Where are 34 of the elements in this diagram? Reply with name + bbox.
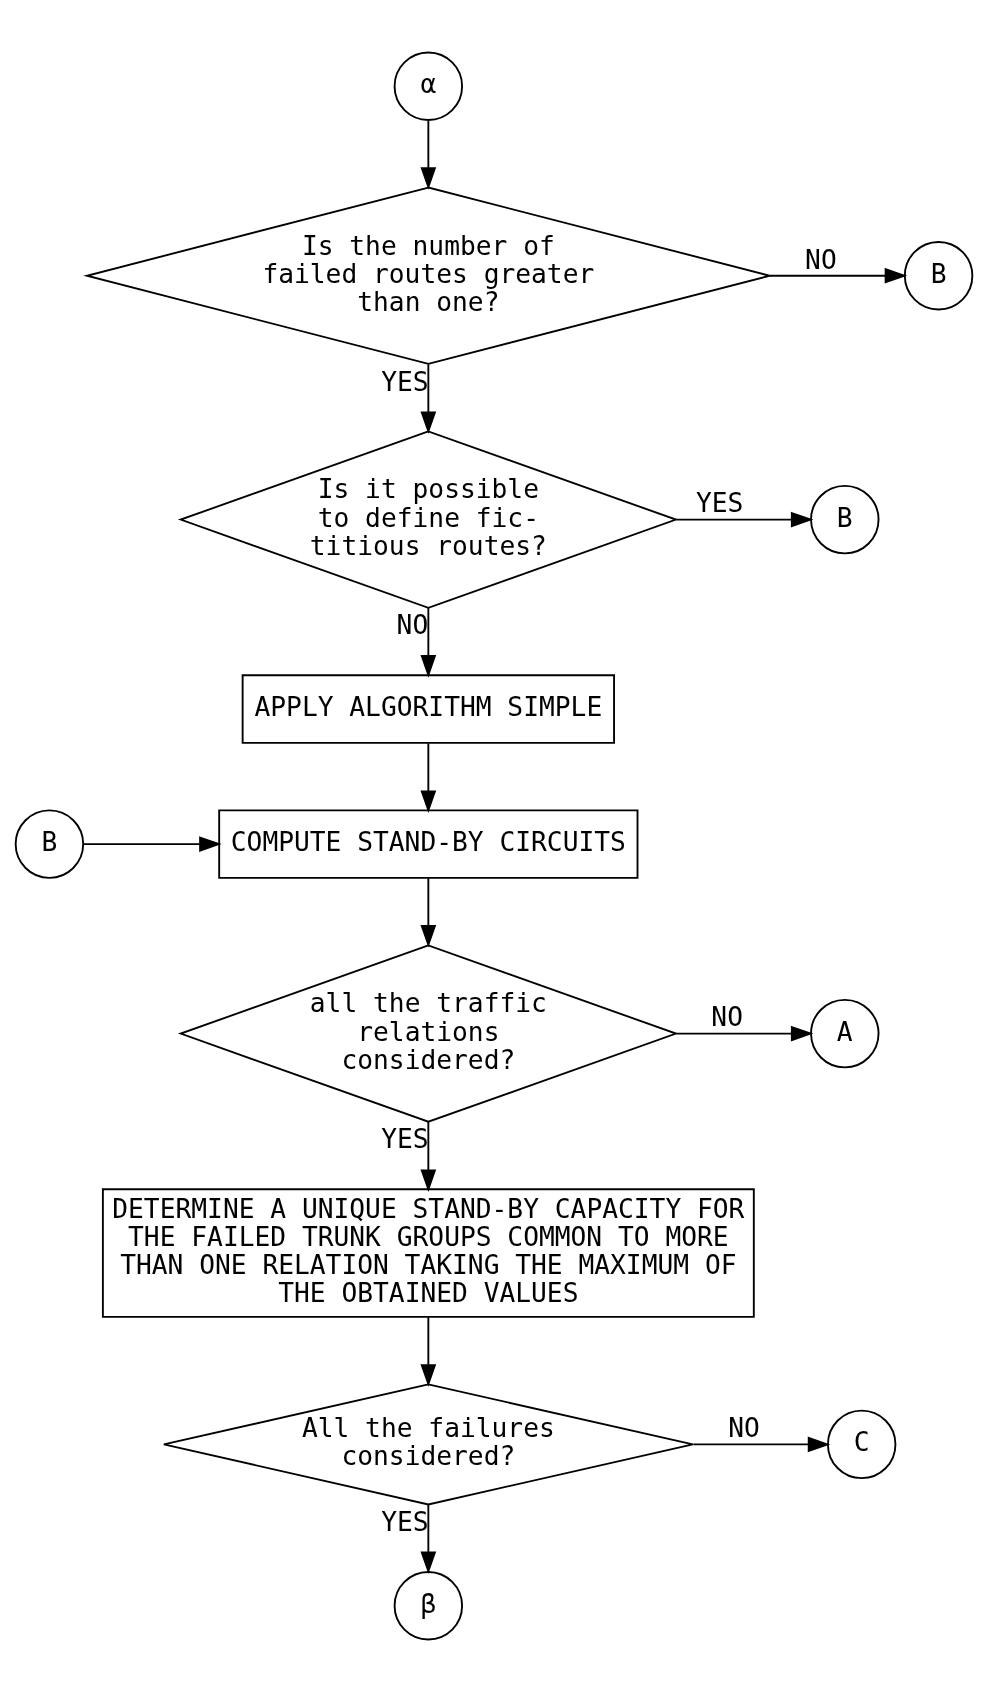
edge-label: NO — [805, 244, 837, 275]
node-box: COMPUTE STAND-BY CIRCUITS — [218, 809, 639, 879]
edge-label: NO — [711, 1002, 743, 1033]
arrow — [420, 119, 437, 190]
node-circle: A — [810, 998, 880, 1069]
arrow — [420, 1504, 437, 1575]
node-circle: C — [826, 1409, 897, 1480]
node-circle: β — [393, 1571, 464, 1641]
edge-label: YES — [381, 1506, 429, 1537]
arrow — [420, 363, 437, 434]
node-circle: B — [14, 809, 85, 879]
node-box: DETERMINE A UNIQUE STAND-BY CAPACITY FOR THE FAILED TRUNK GROUPS COMMON TO MORE THAN ONE RELATION TAKING THE MAXIMUM OF THE OBTAINED VALUES — [101, 1188, 755, 1318]
node-diamond: Is it possible to define fic- titious routes? — [177, 430, 679, 609]
node-diamond: all the traffic relations considered? — [177, 944, 679, 1123]
edge-label: YES — [381, 1124, 429, 1155]
arrow — [420, 1315, 437, 1387]
node-box: APPLY ALGORITHM SIMPLE — [241, 674, 615, 744]
arrow — [769, 267, 908, 284]
arrow — [420, 606, 437, 678]
arrow — [82, 836, 222, 852]
arrow — [692, 1436, 831, 1453]
node-diamond: All the failures considered? — [162, 1383, 694, 1506]
arrow — [675, 511, 814, 528]
arrow — [675, 1025, 814, 1042]
edge-label: YES — [695, 488, 744, 519]
node-circle: B — [810, 484, 880, 555]
arrow — [420, 742, 437, 813]
arrow — [420, 1121, 437, 1193]
edge-label: YES — [381, 366, 429, 397]
edge-label: NO — [396, 610, 429, 641]
arrow — [420, 877, 437, 948]
node-circle: α — [393, 51, 464, 121]
edge-label: NO — [728, 1413, 760, 1444]
node-circle: B — [903, 241, 974, 311]
